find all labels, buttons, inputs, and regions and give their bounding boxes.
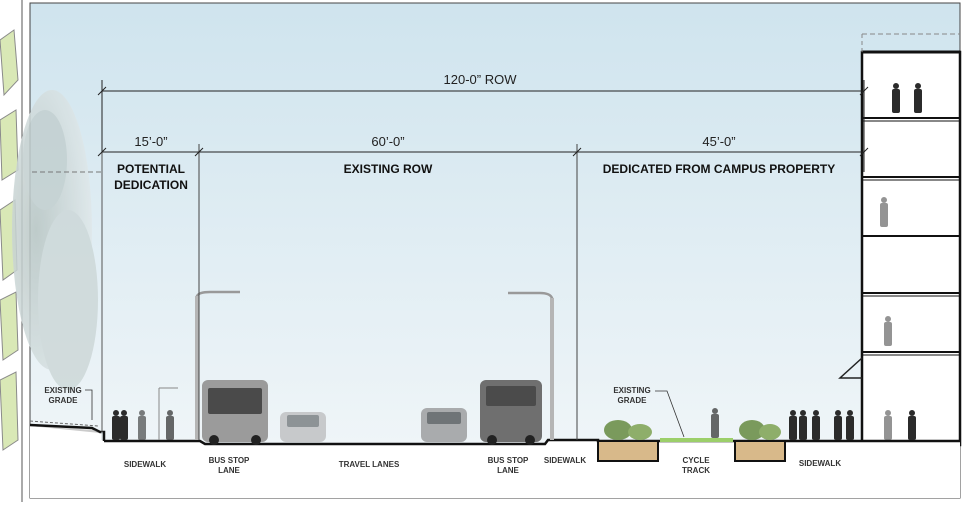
- zone-label-bus-lane-left-line1: BUS STOP: [209, 456, 250, 465]
- zone-label-sidewalk-right: SIDEWALK: [799, 459, 841, 468]
- car-right: [421, 408, 467, 442]
- cycle-track-surface: [660, 438, 733, 442]
- person-figure: [711, 408, 719, 438]
- street-light-right: [508, 291, 554, 440]
- person-figure: [112, 410, 120, 440]
- segment-title-potential-line2: DEDICATION: [114, 178, 188, 192]
- grade-label-left-line2: GRADE: [49, 396, 79, 405]
- segment-title-dedicated: DEDICATED FROM CAMPUS PROPERTY: [603, 162, 835, 176]
- person-figure: [884, 316, 892, 346]
- segment-title-existing: EXISTING ROW: [344, 162, 433, 176]
- zone-label-sidewalk-left: SIDEWALK: [124, 460, 166, 469]
- person-figure: [914, 83, 922, 113]
- segment-dimension-dedicated: 45’-0”: [702, 134, 735, 149]
- person-figure: [789, 410, 797, 440]
- bus-left: [202, 380, 268, 445]
- person-figure: [908, 410, 916, 440]
- tree-illustration: [12, 90, 98, 390]
- person-figure: [812, 410, 820, 440]
- person-figure: [884, 410, 892, 440]
- grade-label-left-line1: EXISTING: [44, 386, 81, 395]
- existing-grade-label-left: EXISTING GRADE: [44, 386, 93, 420]
- dimension-lines: [97, 80, 869, 440]
- zone-label-travel-lanes: TRAVEL LANES: [339, 460, 400, 469]
- zone-label-cycle-track-line2: TRACK: [682, 466, 710, 475]
- grade-label-right-line2: GRADE: [618, 396, 648, 405]
- person-figure: [166, 410, 174, 440]
- person-figure: [834, 410, 842, 440]
- person-figure: [880, 197, 888, 227]
- person-figure: [892, 83, 900, 113]
- segment-title-potential-line1: POTENTIAL: [117, 162, 185, 176]
- person-figure: [120, 410, 128, 440]
- zone-label-bus-lane-right-line1: BUS STOP: [488, 456, 529, 465]
- segment-dimension-potential: 15’-0”: [134, 134, 167, 149]
- car-left: [280, 412, 326, 442]
- zone-label-bus-lane-right-line2: LANE: [497, 466, 519, 475]
- zone-label-cycle-track-line1: CYCLE: [682, 456, 710, 465]
- pedestrians: [112, 83, 922, 440]
- person-figure: [799, 410, 807, 440]
- zone-label-sidewalk-mid: SIDEWALK: [544, 456, 586, 465]
- existing-grade-label-right: EXISTING GRADE: [613, 386, 685, 438]
- campus-building: [838, 33, 962, 447]
- bus-right: [480, 380, 542, 445]
- segment-dimension-existing: 60’-0”: [371, 134, 404, 149]
- row-total-dimension: 120-0” ROW: [444, 72, 518, 87]
- zone-label-bus-lane-left-line2: LANE: [218, 466, 240, 475]
- planters: [597, 420, 786, 462]
- person-figure: [138, 410, 146, 440]
- person-figure: [846, 410, 854, 440]
- grade-label-right-line1: EXISTING: [613, 386, 650, 395]
- street-light-left: [195, 290, 240, 440]
